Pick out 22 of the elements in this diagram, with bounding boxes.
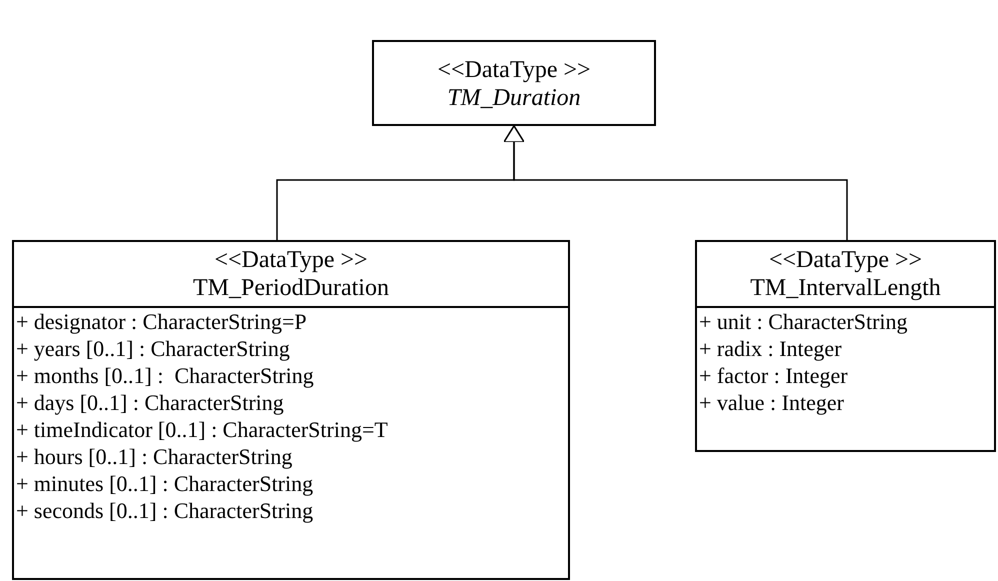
class-box bbox=[12, 240, 570, 580]
class-box bbox=[695, 240, 996, 452]
attribute-text: + radix : Integer bbox=[698, 335, 843, 362]
attribute-text: + minutes [0..1] : CharacterString bbox=[15, 470, 314, 497]
class-name: TM_IntervalLength bbox=[749, 274, 942, 302]
attribute-text: + hours [0..1] : CharacterString bbox=[15, 443, 294, 470]
stereotype-label: <<DataType >> bbox=[768, 246, 924, 274]
attribute-text: + value : Integer bbox=[698, 389, 845, 416]
attribute-text: + timeIndicator [0..1] : CharacterString=T bbox=[15, 416, 389, 443]
generalization-arrow bbox=[503, 125, 848, 240]
class-name: TM_PeriodDuration bbox=[192, 274, 390, 302]
attribute-text: + years [0..1] : CharacterString bbox=[15, 335, 291, 362]
attribute-text: + factor : Integer bbox=[698, 362, 849, 389]
attribute-text: + days [0..1] : CharacterString bbox=[15, 389, 285, 416]
attribute-text: + months [0..1] : CharacterString bbox=[15, 362, 315, 389]
attribute-text: + seconds [0..1] : CharacterString bbox=[15, 497, 314, 524]
stereotype-label: <<DataType >> bbox=[213, 246, 369, 274]
stereotype-label: <<DataType >> bbox=[436, 56, 592, 84]
attribute-text: + designator : CharacterString=P bbox=[15, 308, 308, 335]
class-name: TM_Duration bbox=[446, 84, 582, 112]
attribute-text: + unit : CharacterString bbox=[698, 308, 909, 335]
class-box bbox=[372, 40, 656, 126]
